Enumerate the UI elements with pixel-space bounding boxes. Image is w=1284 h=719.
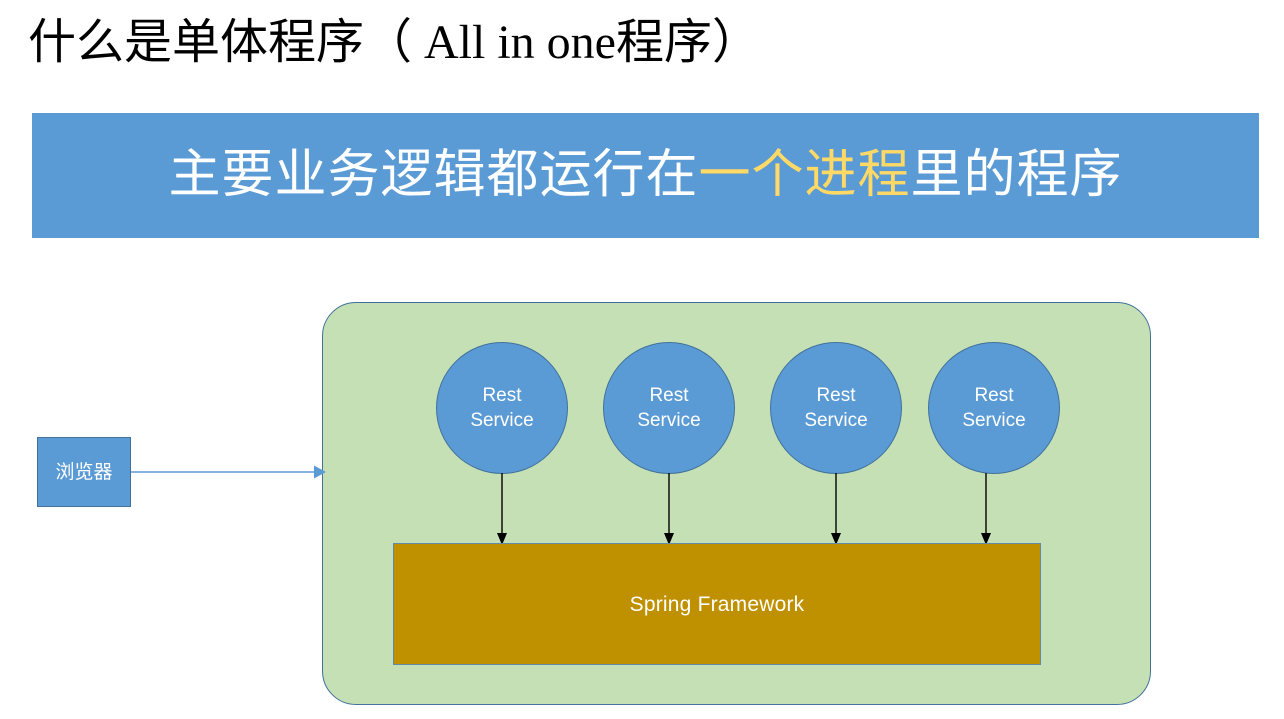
rest-service-circle[interactable]: Rest Service xyxy=(770,342,902,474)
service-to-framework-arrow-icon xyxy=(497,473,507,545)
rest-service-circle[interactable]: Rest Service xyxy=(928,342,1060,474)
service-to-framework-arrow-icon xyxy=(831,473,841,545)
rest-service-label-line2: Service xyxy=(637,410,701,431)
banner-text-highlight: 一个进程 xyxy=(698,146,911,204)
spring-framework-node[interactable]: Spring Framework xyxy=(393,543,1041,665)
rest-service-label-line2: Service xyxy=(804,410,868,431)
rest-service-label-line2: Service xyxy=(470,410,534,431)
banner-text-before: 主要业务逻辑都运行在 xyxy=(168,146,699,204)
rest-service-label-line1: Rest xyxy=(974,384,1014,406)
rest-service-label-line2: Service xyxy=(962,410,1026,431)
definition-banner: 主要业务逻辑都运行在一个进程里的程序 xyxy=(32,113,1259,238)
rest-service-circle[interactable]: Rest Service xyxy=(436,342,568,474)
browser-node[interactable]: 浏览器 xyxy=(37,437,131,507)
definition-banner-text: 主要业务逻辑都运行在一个进程里的程序 xyxy=(168,146,1123,204)
service-to-framework-arrow-icon xyxy=(664,473,674,545)
rest-service-label-line1: Rest xyxy=(649,384,689,406)
rest-service-label-line1: Rest xyxy=(816,384,856,406)
banner-text-after: 里的程序 xyxy=(910,146,1123,204)
browser-node-label: 浏览器 xyxy=(55,461,113,483)
rest-service-label-line1: Rest xyxy=(482,384,522,406)
page-title: 什么是单体程序（ All in one程序） xyxy=(28,16,760,69)
service-to-framework-arrow-icon xyxy=(981,473,991,545)
rest-service-circle[interactable]: Rest Service xyxy=(603,342,735,474)
spring-framework-label: Spring Framework xyxy=(629,592,805,616)
request-arrow-icon xyxy=(131,465,326,479)
